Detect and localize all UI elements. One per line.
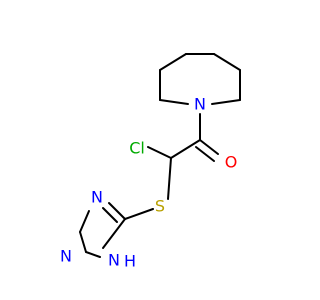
atom-n-triazole-nh: N (108, 251, 120, 270)
carbonyl-double-bond (195, 139, 219, 162)
piperidine-ring (159, 53, 241, 105)
molecule-structure: N O Cl S N N N H (60, 53, 241, 271)
atom-h-triazole: H (124, 252, 136, 271)
triazole-ring (79, 202, 126, 258)
atom-s: S (155, 197, 165, 216)
atom-o-carbonyl: O (225, 153, 238, 172)
bond-alpha-s (167, 157, 172, 200)
bond-alpha-cl (147, 146, 172, 159)
bond-s-triazole (124, 208, 154, 220)
atom-cl: Cl (129, 139, 145, 158)
atom-n-piperidine: N (194, 95, 206, 114)
bond-carbonyl-alpha (170, 139, 201, 159)
atom-n-triazole-left: N (60, 247, 72, 266)
atom-n-triazole-upper: N (91, 188, 103, 207)
